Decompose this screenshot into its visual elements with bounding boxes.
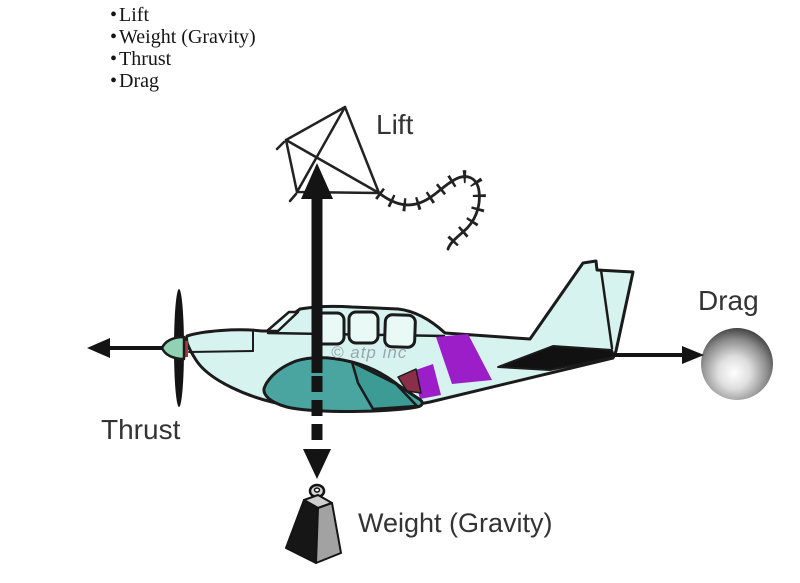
weight-side-face [315,502,342,564]
force-arrows [87,163,704,479]
airplane [160,259,635,413]
weight-front-face [285,499,319,564]
wing-root-detail [397,368,422,394]
kite-spar-2 [295,105,347,194]
weight-arrow-dash-1 [311,376,323,392]
list-item-label: Thrust [119,48,172,70]
weight-arrow-head [303,449,331,479]
thrust-arrow-head [87,338,110,358]
bullet-glyph: • [110,70,118,92]
list-item-label: Weight (Gravity) [119,26,256,48]
lift-label: Lift [376,109,414,140]
fuselage-stripe-main [436,334,492,384]
rudder-line [599,268,614,350]
nose-panel-line-h [188,350,254,353]
drag-ball [701,328,773,400]
kite [275,105,486,252]
windshield [265,310,300,333]
kite-tail-ticks [375,170,486,252]
list-item-drag: •Drag [110,70,256,92]
force-list: •Lift •Weight (Gravity) •Thrust •Drag [110,4,256,92]
bullet-glyph: • [110,48,118,70]
lift-arrow-head [301,163,333,199]
kite-tassel-2 [288,192,298,203]
wing-flap [350,360,419,411]
bullet-glyph: • [110,26,118,48]
kite-tassel-1 [275,140,286,151]
kite-spar-1 [284,138,381,195]
cabin-window-3 [383,313,417,349]
lift-arrow-shaft [311,196,323,373]
list-item-weight: •Weight (Gravity) [110,26,256,48]
weight-arrow-dash-3 [311,424,323,440]
kite-tail [377,175,481,251]
list-item-label: Lift [119,4,150,26]
drag-label: Drag [698,285,759,316]
kite-body [284,105,381,195]
thrust-label: Thrust [101,414,181,445]
cabin-window-2 [347,310,380,345]
atp-watermark: © atp inc [331,343,408,362]
list-item-label: Drag [119,70,159,92]
spinner [160,335,186,361]
weight-block [285,483,342,564]
drag-arrow-head [682,346,704,364]
weight-arrow-dash-2 [311,400,323,416]
list-item-lift: •Lift [110,4,256,26]
list-item-thrust: •Thrust [110,48,256,70]
weight-label: Weight (Gravity) [358,508,553,538]
weight-knob-hole [313,487,321,493]
bullet-glyph: • [110,4,118,26]
